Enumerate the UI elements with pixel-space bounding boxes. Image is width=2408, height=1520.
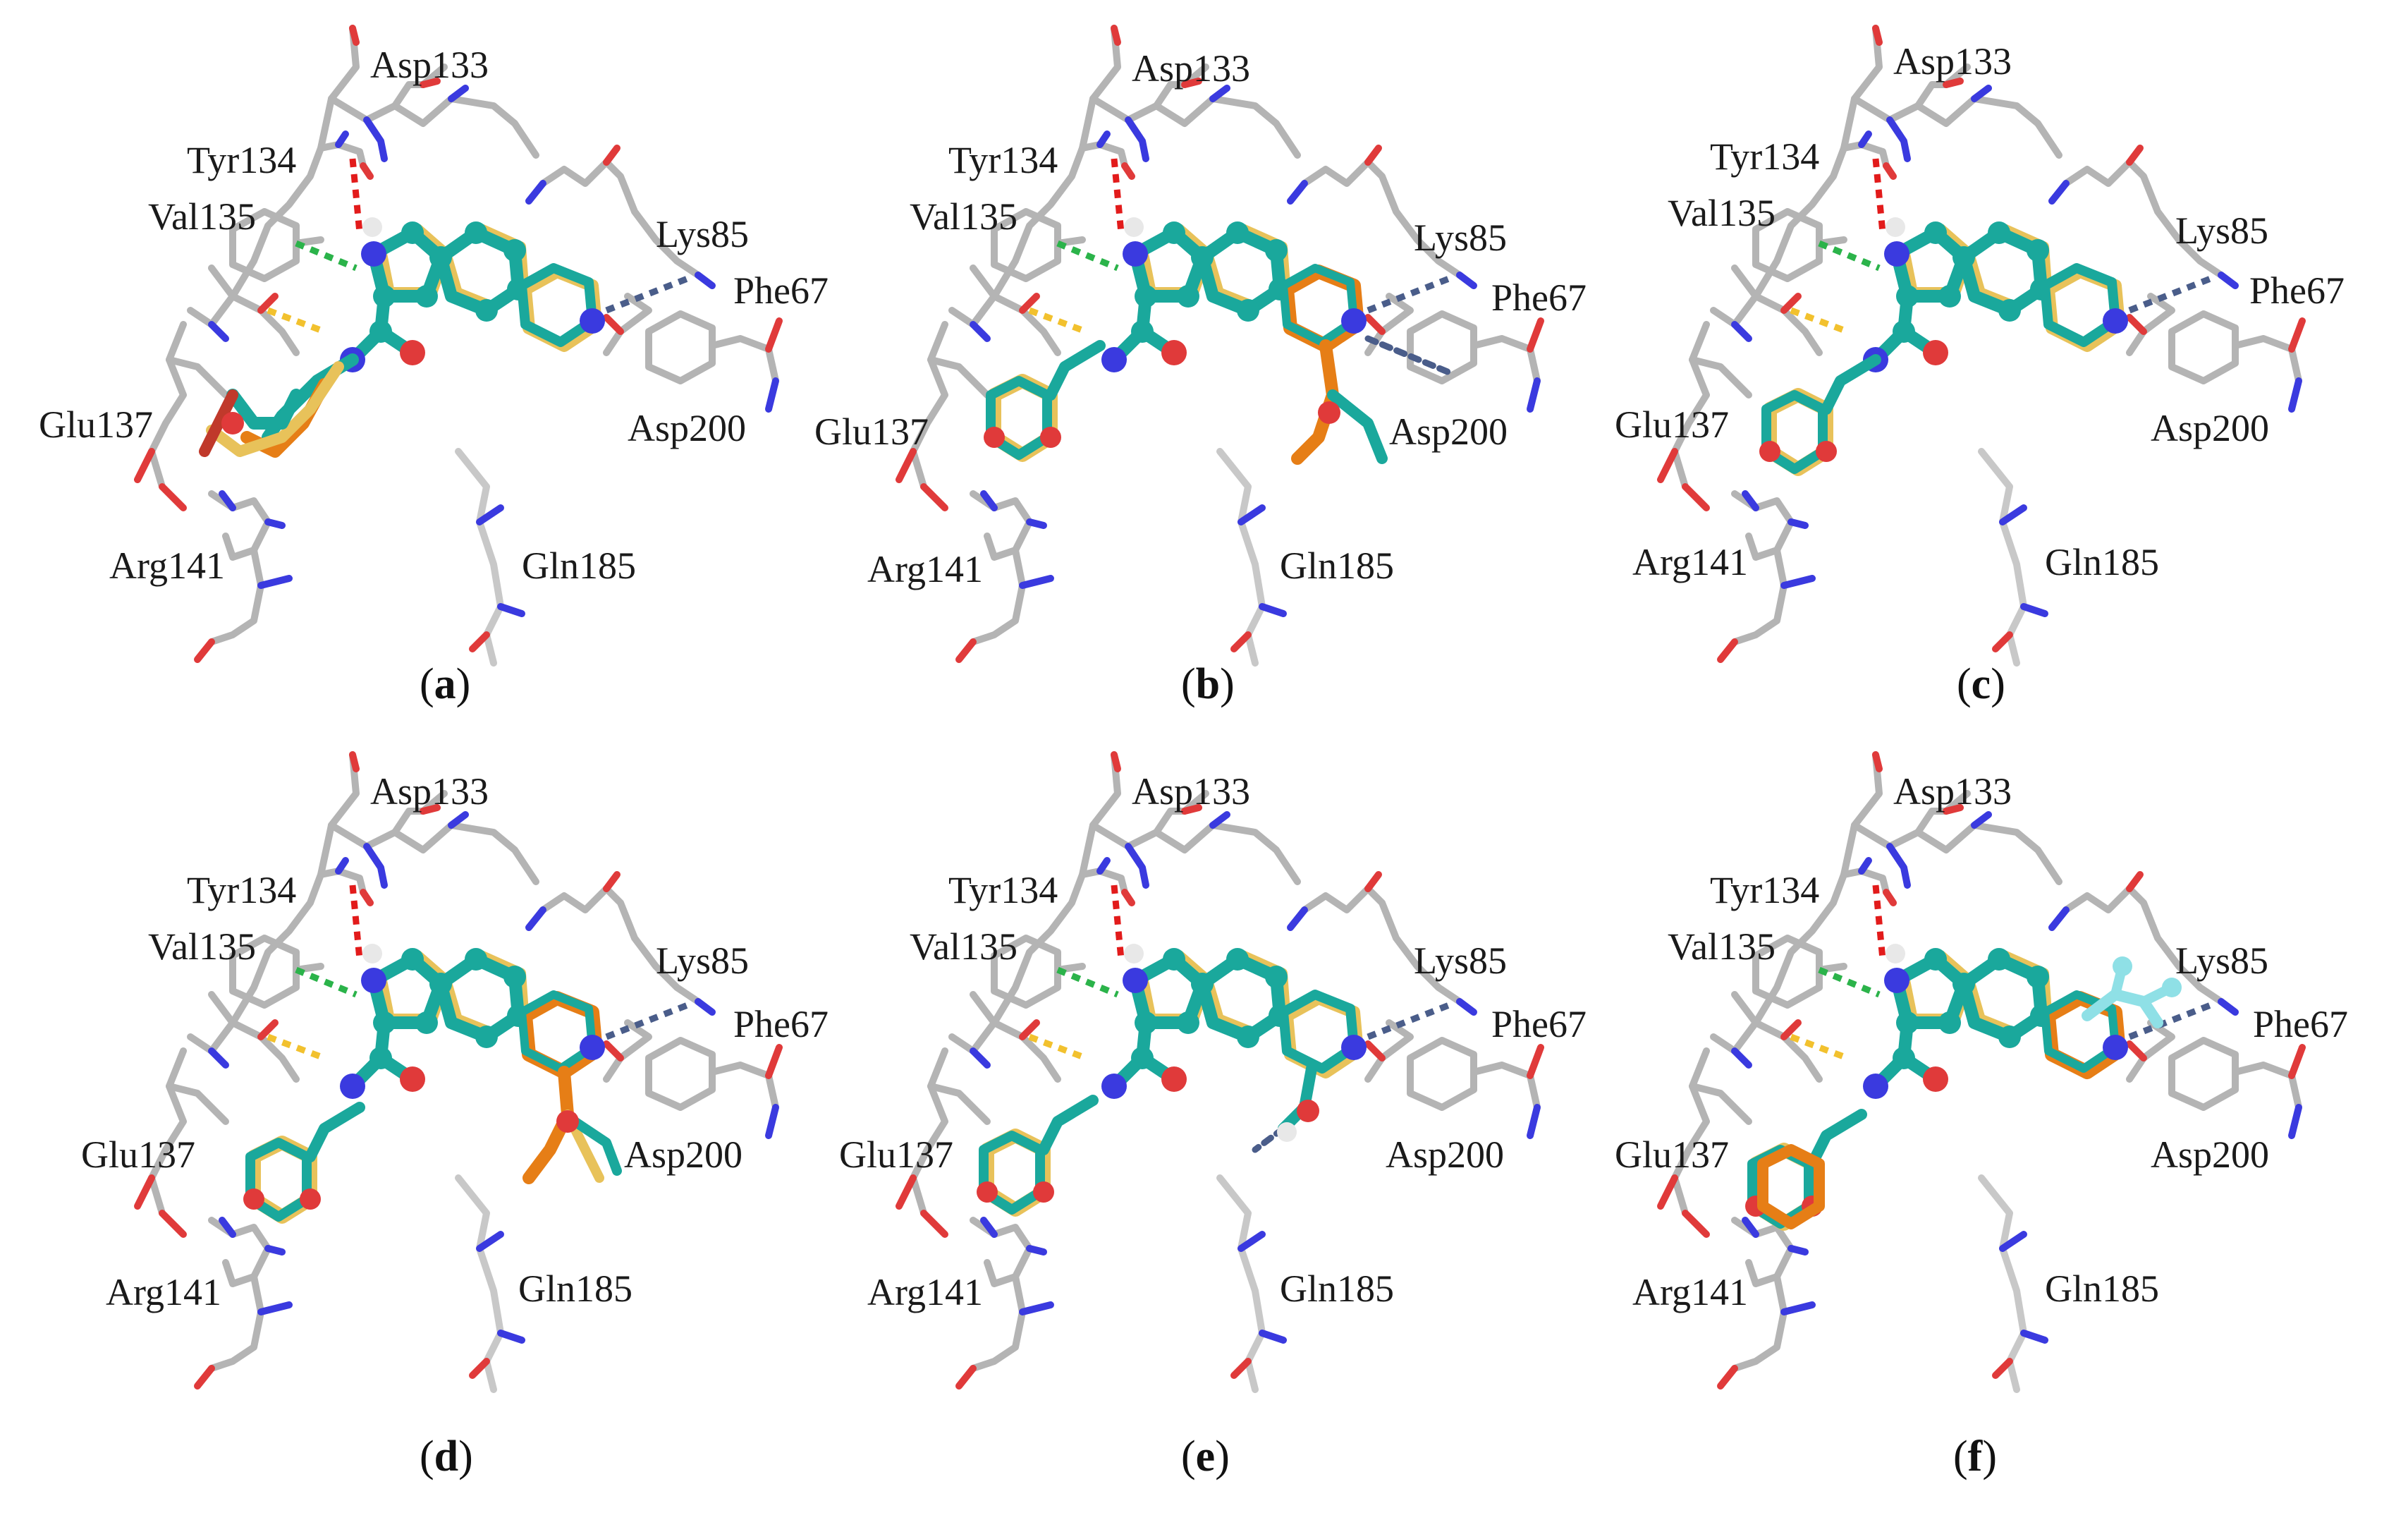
label-val135: Val135 bbox=[1668, 925, 1776, 968]
label-tyr134: Tyr134 bbox=[187, 139, 296, 181]
panel-d: Asp133 Tyr134 Val135 Lys85 Phe67 Glu137 … bbox=[81, 755, 829, 1481]
panel-label-e: (e) bbox=[1181, 1433, 1230, 1481]
label-asp133: Asp133 bbox=[1132, 770, 1250, 813]
label-lys85: Lys85 bbox=[1414, 940, 1507, 982]
label-arg141: Arg141 bbox=[1632, 1271, 1748, 1313]
label-asp200: Asp200 bbox=[1386, 1133, 1504, 1176]
label-asp200: Asp200 bbox=[1389, 411, 1508, 453]
label-lys85: Lys85 bbox=[2175, 209, 2268, 252]
label-glu137: Glu137 bbox=[839, 1133, 953, 1176]
label-tyr134: Tyr134 bbox=[187, 869, 296, 911]
label-gln185: Gln185 bbox=[522, 545, 636, 587]
label-asp133: Asp133 bbox=[1132, 47, 1250, 90]
panel-f: Asp133 Tyr134 Val135 Lys85 Phe67 Glu137 … bbox=[1615, 755, 2348, 1481]
label-val135: Val135 bbox=[910, 195, 1017, 238]
panel-b: Asp133 Tyr134 Val135 Lys85 Phe67 Glu137 … bbox=[814, 28, 1587, 708]
label-val135: Val135 bbox=[148, 925, 256, 968]
label-val135: Val135 bbox=[148, 195, 256, 238]
label-lys85: Lys85 bbox=[656, 940, 749, 982]
label-glu137: Glu137 bbox=[814, 411, 929, 453]
label-phe67: Phe67 bbox=[1491, 276, 1587, 319]
label-asp133: Asp133 bbox=[370, 770, 489, 813]
panel-label-a: (a) bbox=[420, 660, 470, 708]
label-arg141: Arg141 bbox=[109, 545, 225, 587]
label-val135: Val135 bbox=[910, 925, 1017, 968]
label-glu137: Glu137 bbox=[81, 1133, 195, 1176]
label-gln185: Gln185 bbox=[518, 1267, 632, 1310]
label-gln185: Gln185 bbox=[1280, 545, 1394, 587]
label-gln185: Gln185 bbox=[1280, 1267, 1394, 1310]
panel-e: Asp133 Tyr134 Val135 Lys85 Phe67 Glu137 … bbox=[839, 755, 1587, 1481]
label-arg141: Arg141 bbox=[1632, 541, 1748, 583]
panel-label-f: (f) bbox=[1953, 1433, 1997, 1481]
panel-c: Asp133 Tyr134 Val135 Lys85 Phe67 Glu137 … bbox=[1615, 28, 2345, 708]
label-tyr134: Tyr134 bbox=[948, 869, 1058, 911]
label-lys85: Lys85 bbox=[2175, 940, 2268, 982]
label-asp133: Asp133 bbox=[1893, 40, 2012, 83]
label-phe67: Phe67 bbox=[2249, 269, 2345, 312]
label-tyr134: Tyr134 bbox=[948, 139, 1058, 181]
label-asp200: Asp200 bbox=[2151, 407, 2269, 449]
label-phe67: Phe67 bbox=[1491, 1003, 1587, 1045]
panel-label-c: (c) bbox=[1957, 660, 2005, 708]
label-lys85: Lys85 bbox=[656, 213, 749, 255]
label-tyr134: Tyr134 bbox=[1710, 135, 1819, 178]
label-phe67: Phe67 bbox=[733, 269, 829, 312]
label-arg141: Arg141 bbox=[867, 1271, 983, 1313]
label-asp133: Asp133 bbox=[370, 44, 489, 86]
label-phe67: Phe67 bbox=[2253, 1003, 2348, 1045]
label-phe67: Phe67 bbox=[733, 1003, 829, 1045]
label-arg141: Arg141 bbox=[106, 1271, 221, 1313]
label-asp133: Asp133 bbox=[1893, 770, 2012, 813]
label-val135: Val135 bbox=[1668, 192, 1776, 234]
label-glu137: Glu137 bbox=[1615, 403, 1729, 446]
panel-label-b: (b) bbox=[1181, 660, 1235, 708]
label-asp200: Asp200 bbox=[2151, 1133, 2269, 1176]
label-gln185: Gln185 bbox=[2045, 541, 2159, 583]
label-tyr134: Tyr134 bbox=[1710, 869, 1819, 911]
label-asp200: Asp200 bbox=[624, 1133, 742, 1176]
label-glu137: Glu137 bbox=[39, 403, 153, 446]
label-glu137: Glu137 bbox=[1615, 1133, 1729, 1176]
label-arg141: Arg141 bbox=[867, 548, 983, 590]
panel-label-d: (d) bbox=[420, 1433, 473, 1481]
label-lys85: Lys85 bbox=[1414, 217, 1507, 259]
label-gln185: Gln185 bbox=[2045, 1267, 2159, 1310]
panel-a: Asp133 Tyr134 Val135 Lys85 Phe67 Glu137 … bbox=[39, 28, 829, 708]
label-asp200: Asp200 bbox=[628, 407, 746, 449]
